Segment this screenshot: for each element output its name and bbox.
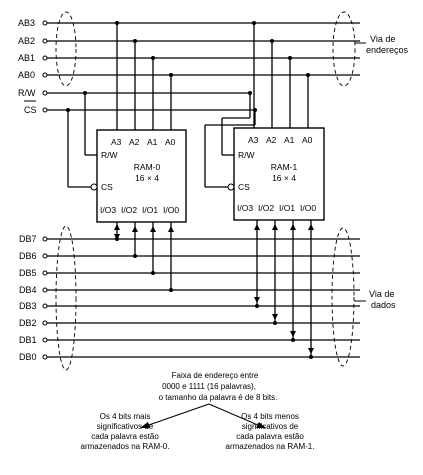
ram-1-chip: A3 A2 A1 A0 R/W RAM-1 16 × 4 CS I/O3 I/O…	[227, 127, 325, 221]
db4-label: DB4	[19, 285, 37, 295]
ram1-rw-pin: R/W	[238, 150, 255, 160]
ram1-a2-pin: A2	[266, 135, 277, 145]
ram0-rw-pin: R/W	[101, 150, 118, 160]
db1-label: DB1	[19, 335, 37, 345]
ram1-a0-pin: A0	[302, 135, 313, 145]
svg-text:o tamanho da palavra é de 8 bi: o tamanho da palavra é de 8 bits.	[159, 393, 278, 402]
address-range-note: Faixa de endereço entre 0000 e 1111 (16 …	[159, 371, 278, 402]
svg-text:significativos de: significativos de	[97, 422, 154, 431]
msb-note: Os 4 bits mais significativos de cada pa…	[81, 412, 170, 451]
db7-label: DB7	[19, 234, 37, 244]
svg-text:Os 4 bits menos: Os 4 bits menos	[241, 412, 299, 421]
svg-text:armazenados na RAM-1.: armazenados na RAM-1.	[226, 442, 315, 451]
ram0-io3-pin: I/O3	[100, 205, 116, 215]
svg-text:armazenados na RAM-0.: armazenados na RAM-0.	[81, 442, 170, 451]
address-bus	[42, 11, 366, 87]
ram0-io0-pin: I/O0	[163, 205, 179, 215]
rw-label: R/W	[18, 88, 36, 98]
address-taps	[115, 21, 310, 130]
ram0-name: RAM-0	[134, 162, 161, 172]
ram0-io1-pin: I/O1	[142, 205, 158, 215]
svg-text:cada palavra estão: cada palavra estão	[236, 432, 304, 441]
ram0-a2-pin: A2	[129, 137, 140, 147]
ab0-label: AB0	[18, 70, 35, 80]
svg-text:Os 4 bits mais: Os 4 bits mais	[100, 412, 151, 421]
db6-label: DB6	[19, 251, 37, 261]
data-bus	[42, 225, 366, 371]
ab1-label: AB1	[18, 53, 35, 63]
db3-label: DB3	[19, 301, 37, 311]
ram-0-chip: A3 A2 A1 A0 R/W RAM-0 16 × 4 CS I/O3 I/O…	[90, 129, 187, 223]
ram1-a3-pin: A3	[248, 135, 259, 145]
data-taps	[114, 220, 314, 359]
db0-label: DB0	[19, 352, 37, 362]
ram1-size: 16 × 4	[272, 173, 296, 183]
ram1-a1-pin: A1	[284, 135, 295, 145]
cs-label: CS	[24, 105, 37, 115]
ram0-size: 16 × 4	[135, 173, 159, 183]
ram0-a1-pin: A1	[147, 137, 158, 147]
ram0-io2-pin: I/O2	[121, 205, 137, 215]
ram1-io3-pin: I/O3	[237, 203, 253, 213]
db2-label: DB2	[19, 318, 37, 328]
lsb-note: Os 4 bits menos significativos de cada p…	[226, 412, 315, 451]
control-labels: R/W CS	[18, 88, 37, 115]
ram1-io0-pin: I/O0	[300, 203, 316, 213]
ram1-name: RAM-1	[271, 162, 298, 172]
svg-text:cada palavra estão: cada palavra estão	[91, 432, 159, 441]
ram1-io1-pin: I/O1	[279, 203, 295, 213]
ram0-cs-pin: CS	[101, 182, 113, 192]
control-signals	[24, 90, 257, 188]
svg-text:Faixa de endereço entre: Faixa de endereço entre	[172, 371, 259, 380]
note-arrows	[140, 403, 266, 428]
ram0-a3-pin: A3	[111, 137, 122, 147]
ram1-cs-pin: CS	[238, 182, 250, 192]
db5-label: DB5	[19, 268, 37, 278]
svg-text:significativos de: significativos de	[242, 422, 299, 431]
ab2-label: AB2	[18, 36, 35, 46]
address-bus-labels: AB3 AB2 AB1 AB0 Via de endereços	[18, 18, 409, 80]
svg-text:0000 e 1111 (16 palavras),: 0000 e 1111 (16 palavras),	[162, 382, 256, 391]
ab3-label: AB3	[18, 18, 35, 28]
ram1-io2-pin: I/O2	[258, 203, 274, 213]
ram0-a0-pin: A0	[165, 137, 176, 147]
data-bus-labels: DB7 DB6 DB5 DB4 DB3 DB2 DB1 DB0 Via de d…	[19, 234, 397, 362]
data-bus-label: Via de dados	[369, 289, 397, 310]
address-bus-label: Via de endereços	[366, 34, 409, 55]
